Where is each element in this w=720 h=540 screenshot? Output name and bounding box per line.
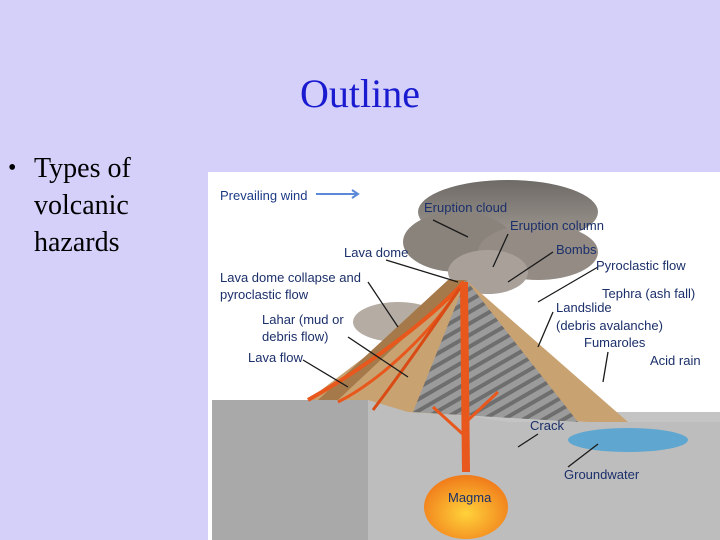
- bullet-list: • Types of volcanic hazards: [8, 150, 198, 261]
- label-eruption-column: Eruption column: [510, 218, 604, 233]
- lava-flows: [307, 280, 466, 411]
- label-landslide-line2: (debris avalanche): [556, 318, 663, 333]
- volcano-hazards-diagram: Prevailing wind Eruption cloud Eruption …: [208, 172, 720, 540]
- label-pyroclastic-flow: Pyroclastic flow: [596, 258, 686, 273]
- label-landslide-line1: Landslide: [556, 300, 612, 315]
- label-crack: Crack: [530, 418, 564, 433]
- label-lava-dome-collapse-line1: Lava dome collapse and: [220, 270, 361, 285]
- label-fumaroles: Fumaroles: [584, 335, 646, 350]
- slide-title: Outline: [300, 71, 420, 116]
- label-lava-dome-collapse-line2: pyroclastic flow: [220, 287, 309, 302]
- label-magma: Magma: [448, 490, 492, 505]
- label-acid-rain: Acid rain: [650, 353, 701, 368]
- label-bombs: Bombs: [556, 242, 597, 257]
- label-groundwater: Groundwater: [564, 467, 640, 482]
- leader-lines: [302, 219, 609, 468]
- volcano-illustration: Prevailing wind Eruption cloud Eruption …: [212, 180, 720, 540]
- bullet-item: • Types of volcanic hazards: [8, 150, 198, 261]
- wind-arrow-icon: [316, 189, 360, 199]
- magma-conduit: [424, 281, 508, 539]
- label-lahar-line1: Lahar (mud or: [262, 312, 344, 327]
- groundwater-area: [568, 428, 688, 452]
- label-tephra: Tephra (ash fall): [602, 286, 695, 301]
- label-lava-dome: Lava dome: [344, 245, 408, 260]
- label-lahar-line2: debris flow): [262, 329, 328, 344]
- bullet-dot-icon: •: [8, 155, 17, 181]
- label-lava-flow: Lava flow: [248, 350, 304, 365]
- label-prevailing-wind: Prevailing wind: [220, 188, 307, 203]
- bullet-text: Types of volcanic hazards: [34, 153, 131, 258]
- label-eruption-cloud: Eruption cloud: [424, 200, 507, 215]
- eruption-cloud: [403, 180, 598, 294]
